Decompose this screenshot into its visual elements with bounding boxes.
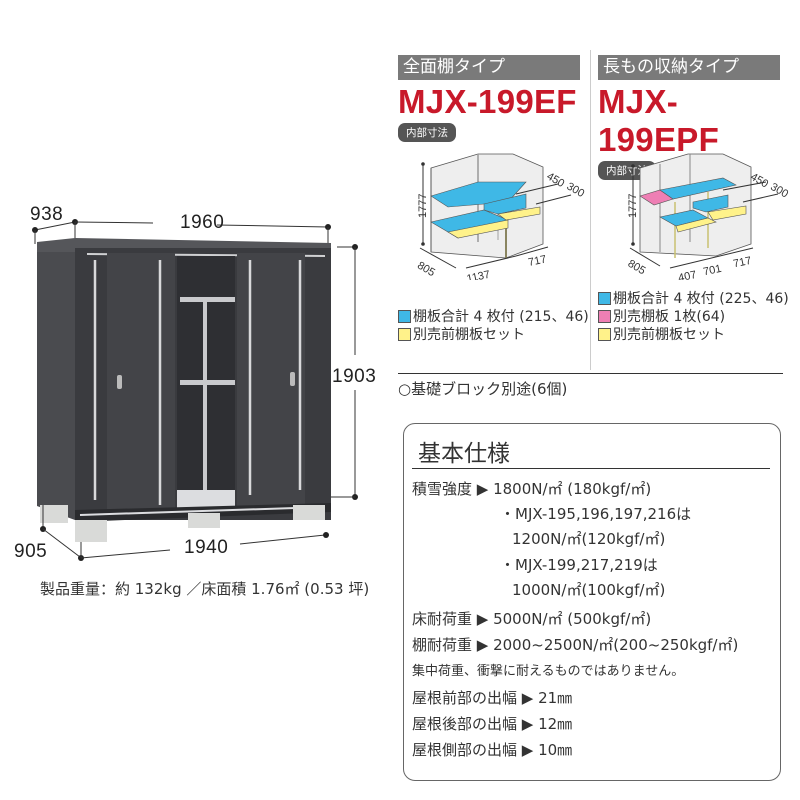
type-header: 全面棚タイプ bbox=[398, 55, 580, 80]
model-number: MJX-199EF bbox=[398, 83, 577, 120]
dimension-depth-top: 938 bbox=[30, 204, 64, 225]
svg-text:407: 407 bbox=[677, 269, 697, 280]
legend-item: 棚板合計 4 枚付 (225、46) bbox=[598, 289, 789, 307]
svg-text:300: 300 bbox=[564, 180, 586, 200]
blue-swatch-icon bbox=[598, 291, 611, 305]
spec-shelf-load: 棚耐荷重 ▶ 2000~2500N/㎡(200~250kgf/㎡) bbox=[412, 636, 739, 654]
legend-item: 別売前棚板セット bbox=[598, 325, 789, 343]
svg-text:717: 717 bbox=[527, 253, 547, 269]
legend-item: 別売棚板 1枚(64) bbox=[598, 307, 789, 325]
model-number: MJX-199EPF bbox=[598, 83, 720, 158]
interior-diagram-long-storage: 1777 805 407 701 717 450 300 bbox=[626, 153, 790, 280]
svg-text:1777: 1777 bbox=[627, 194, 639, 218]
svg-text:1137: 1137 bbox=[466, 269, 492, 280]
svg-text:701: 701 bbox=[702, 263, 722, 279]
spec-snow-value-2: 1000N/㎡(100kgf/㎡) bbox=[512, 581, 666, 599]
internal-dimensions-badge: 内部寸法 bbox=[398, 123, 456, 142]
svg-text:717: 717 bbox=[732, 255, 752, 271]
spec-floor-load: 床耐荷重 ▶ 5000N/㎡ (500kgf/㎡) bbox=[412, 610, 652, 628]
blue-swatch-icon bbox=[398, 309, 411, 323]
svg-text:450: 450 bbox=[748, 171, 770, 191]
svg-text:300: 300 bbox=[768, 181, 790, 201]
basic-specifications-box: 基本仕様 積雪強度 ▶ 1800N/㎡ (180kgf/㎡) ・MJX-195,… bbox=[403, 423, 781, 781]
section-divider bbox=[398, 373, 783, 374]
pink-swatch-icon bbox=[598, 309, 611, 323]
spec-snow-note-1: ・MJX-195,196,197,216は bbox=[500, 505, 692, 523]
svg-text:805: 805 bbox=[415, 260, 437, 280]
diagram-height-label: 1777 bbox=[417, 194, 429, 218]
svg-text:450: 450 bbox=[544, 170, 566, 190]
legend-long-storage: 棚板合計 4 枚付 (225、46) 別売棚板 1枚(64) 別売前棚板セット bbox=[598, 289, 789, 343]
dimension-width-bottom: 1940 bbox=[184, 537, 229, 558]
svg-text:805: 805 bbox=[626, 258, 648, 278]
spec-impact-note: 集中荷重、衝撃に耐えるものではありません。 bbox=[412, 664, 685, 679]
spec-divider bbox=[412, 468, 770, 469]
spec-roof-front: 屋根前部の出幅 ▶ 21㎜ bbox=[412, 689, 573, 707]
product-weight-area: 製品重量：約 132kg ／床面積 1.76㎡ (0.53 坪) bbox=[40, 580, 370, 598]
type-header: 長もの収納タイプ bbox=[598, 55, 780, 80]
yellow-swatch-icon bbox=[598, 327, 611, 341]
dimension-width-top: 1960 bbox=[180, 212, 225, 233]
legend-item: 別売前棚板セット bbox=[398, 325, 589, 343]
spec-snow-load: 積雪強度 ▶ 1800N/㎡ (180kgf/㎡) bbox=[412, 480, 652, 498]
legend-item: 棚板合計 4 枚付 (215、46) bbox=[398, 307, 589, 325]
yellow-swatch-icon bbox=[398, 327, 411, 341]
type-panel-full-shelf: 全面棚タイプ MJX-199EF 内部寸法 bbox=[398, 55, 583, 142]
type-panel-long-storage: 長もの収納タイプ MJX-199EPF 内部寸法 bbox=[598, 55, 783, 180]
spec-roof-rear: 屋根後部の出幅 ▶ 12㎜ bbox=[412, 715, 573, 733]
panel-divider bbox=[590, 50, 591, 370]
dimension-height: 1903 bbox=[332, 366, 377, 387]
storage-shed-illustration bbox=[32, 219, 358, 561]
interior-diagram-full-shelf: 1777 805 1137 717 450 300 bbox=[415, 153, 586, 280]
dimension-depth-bottom: 905 bbox=[14, 541, 48, 562]
spec-snow-note-2: ・MJX-199,217,219は bbox=[500, 556, 658, 574]
legend-full-shelf: 棚板合計 4 枚付 (215、46) 別売前棚板セット bbox=[398, 307, 589, 343]
spec-roof-side: 屋根側部の出幅 ▶ 10㎜ bbox=[412, 741, 573, 759]
base-block-note: ○基礎ブロック別途(6個) bbox=[398, 380, 568, 398]
spec-title: 基本仕様 bbox=[418, 441, 510, 467]
spec-snow-value-1: 1200N/㎡(120kgf/㎡) bbox=[512, 530, 666, 548]
